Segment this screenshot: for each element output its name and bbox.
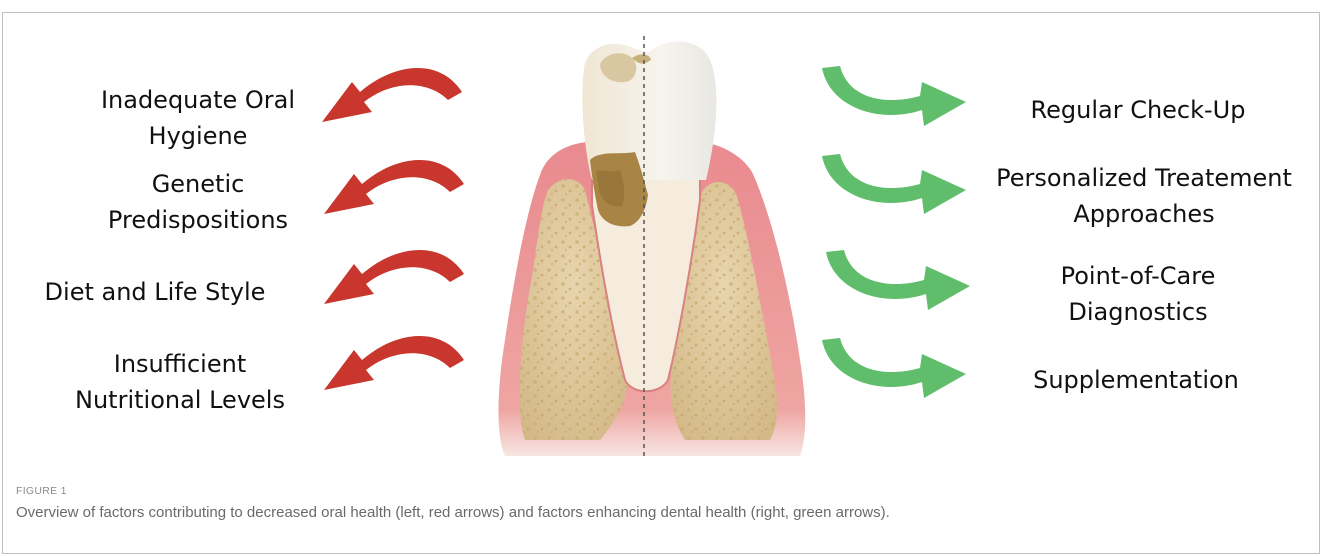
red-arrow-3 [324, 250, 464, 304]
red-arrow-4 [324, 336, 464, 390]
factor-supplementation: Supplementation [966, 362, 1306, 398]
caption-label: FIGURE 1 [16, 484, 1306, 498]
caption-text: Overview of factors contributing to decr… [16, 502, 1306, 524]
green-arrow-3 [826, 250, 970, 310]
factor-genetic-predispositions: Genetic Predispositions [38, 166, 358, 238]
factor-inadequate-oral-hygiene: Inadequate Oral Hygiene [38, 82, 358, 154]
factor-point-of-care-diagnostics: Point-of-Care Diagnostics [968, 258, 1308, 330]
factor-personalized-treatment-approaches: Personalized Treatement Approaches [974, 160, 1314, 232]
factor-insufficient-nutritional-levels: Insufficient Nutritional Levels [20, 346, 340, 418]
factor-diet-and-life-style: Diet and Life Style [0, 274, 310, 310]
green-arrow-2 [822, 154, 966, 214]
green-arrow-1 [822, 66, 966, 126]
factor-regular-check-up: Regular Check-Up [968, 92, 1308, 128]
figure-caption: FIGURE 1 Overview of factors contributin… [16, 484, 1306, 524]
green-arrows [822, 66, 970, 398]
green-arrow-4 [822, 338, 966, 398]
